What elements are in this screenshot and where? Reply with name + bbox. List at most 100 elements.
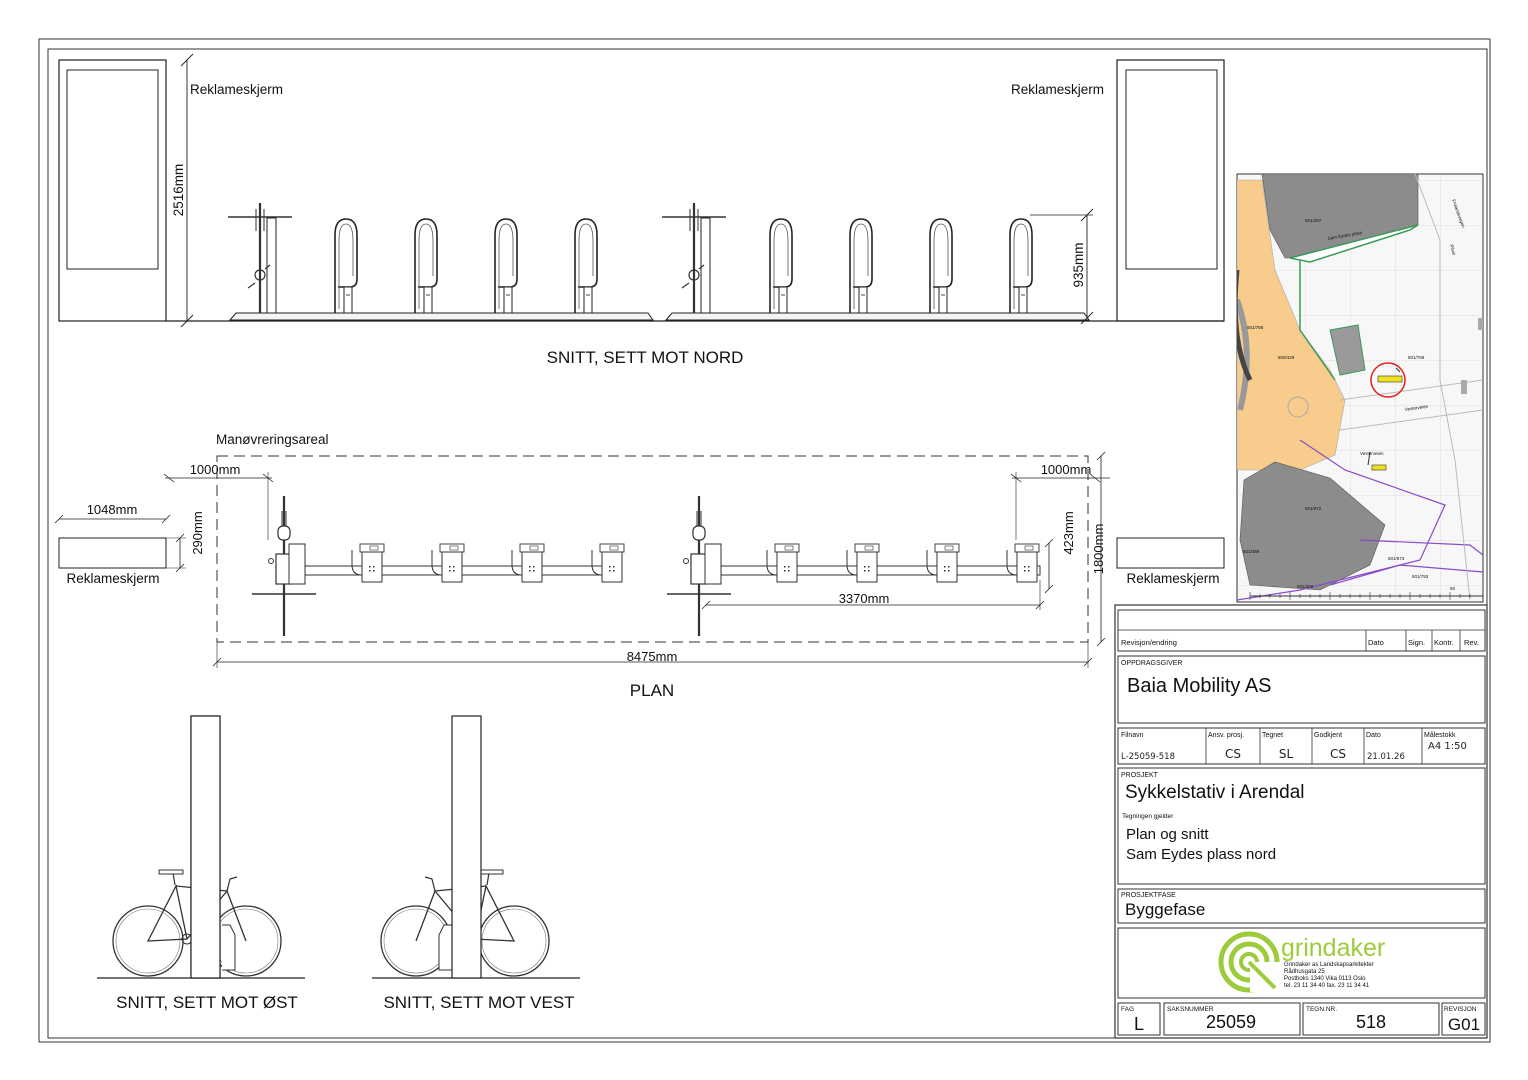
title-block-text: Revisjon/endring Dato Sign. Kontr. Rev. … xyxy=(1121,638,1480,1034)
dimension-total-length: 8475mm xyxy=(212,642,1093,668)
bike-stand xyxy=(769,218,793,314)
logo-wordmark: grindaker xyxy=(1281,934,1385,962)
dimension-rack-depth: 423mm xyxy=(1044,511,1076,594)
maneuvering-area-label: Manøvreringsareal xyxy=(216,432,329,447)
drawing-no-value: 518 xyxy=(1356,1012,1386,1032)
map-label: 501/785 xyxy=(1247,325,1264,330)
bike-stand xyxy=(334,218,358,314)
section-east-title: SNITT, SETT MOT ØST xyxy=(116,993,298,1012)
phase-value: Byggefase xyxy=(1125,900,1205,919)
approved-label: Godkjent xyxy=(1314,732,1342,739)
elevation-north: Reklameskjerm Reklameskjerm 2516mm xyxy=(58,53,1225,367)
map-location-marker xyxy=(1370,362,1406,398)
title-block xyxy=(1114,604,1488,1039)
revision-header: Revisjon/endring xyxy=(1121,638,1177,647)
bike-stand xyxy=(849,218,873,314)
concerns-line-1: Plan og snitt xyxy=(1126,826,1209,843)
drawing-frame xyxy=(47,48,1488,1039)
logo-line-1: Grindaker as Landskapsarkitekter xyxy=(1284,962,1374,968)
screen-plan-label-left: Reklameskjerm xyxy=(66,571,159,586)
dim-total-length-text: 8475mm xyxy=(627,649,678,664)
bike-station-plan-left xyxy=(250,494,318,638)
ad-screen-right xyxy=(1116,59,1225,322)
dim-rack-depth-text: 423mm xyxy=(1061,511,1076,554)
bike-station-plan-right xyxy=(665,494,733,638)
logo-line-2: Rådhusgata 25 xyxy=(1284,968,1325,975)
maneuvering-area xyxy=(216,455,1089,643)
client-name: Baia Mobility AS xyxy=(1127,675,1272,697)
drawn-label: Tegnet xyxy=(1262,732,1283,739)
grindaker-logo: grindaker xyxy=(1218,931,1385,993)
date-value: 21.01.26 xyxy=(1367,752,1405,762)
client-label: OPPDRAGSGIVER xyxy=(1121,660,1182,667)
revision-col-sign: Sign. xyxy=(1408,638,1425,647)
ad-screen-side xyxy=(451,715,482,979)
bike-station-right xyxy=(660,201,728,315)
map-label: 501/872 xyxy=(1305,506,1322,511)
project-label: PROSJEKT xyxy=(1121,772,1159,779)
map-label: 501/308 xyxy=(1297,584,1314,589)
bike-station-left xyxy=(226,201,294,315)
bike-stand-plan xyxy=(846,543,880,583)
revision-value: G01 xyxy=(1448,1015,1480,1034)
ad-screen-plan-right: Reklameskjerm xyxy=(1116,537,1225,586)
bike-stand-plan xyxy=(926,543,960,583)
dimension-rack-length: 3370mm xyxy=(701,580,1045,610)
map-label: Vesterveien xyxy=(1360,451,1384,456)
file-name: L-25059-518 xyxy=(1121,752,1175,762)
approved-value: CS xyxy=(1330,747,1346,761)
screen-label-right: Reklameskjerm xyxy=(1011,82,1104,97)
sheet-border xyxy=(38,38,1491,1043)
map-label: 501/793 xyxy=(1412,574,1429,579)
bike-stand-plan xyxy=(511,543,545,583)
dim-screen-width-text: 1048mm xyxy=(87,502,138,517)
responsible-label: Ansv. prosj. xyxy=(1208,732,1244,739)
map-label: 50 xyxy=(1450,586,1456,591)
scale-value: A4 1:50 xyxy=(1428,741,1467,752)
case-label: SAKSNUMMER xyxy=(1167,1006,1214,1013)
section-west-title: SNITT, SETT MOT VEST xyxy=(383,993,574,1012)
screen-plan-label-right: Reklameskjerm xyxy=(1126,571,1219,586)
dim-right-clearance-text: 1000mm xyxy=(1041,462,1092,477)
map-label: Sam Eydes plass xyxy=(1327,230,1363,241)
dim-total-depth-text: 1800mm xyxy=(1091,524,1106,575)
drawn-value: SL xyxy=(1279,747,1294,761)
map-label: Vesterveien xyxy=(1404,404,1428,412)
fag-value: L xyxy=(1134,1014,1144,1034)
ad-screen-left xyxy=(58,59,167,322)
map-label: 501/389 xyxy=(1243,549,1260,554)
dimension-right-clearance: 1000mm xyxy=(1010,462,1110,540)
bike-stand-plan xyxy=(1006,543,1040,583)
dim-screen-height-text: 2516mm xyxy=(171,164,186,217)
logo-line-3: Postboks 1340 Vika 0113 Oslo xyxy=(1284,976,1366,982)
dimension-rack-height: 935mm xyxy=(1030,208,1094,325)
logo-line-4: tel. 23 11 34 40 fax. 23 11 34 41 xyxy=(1284,983,1370,989)
bike-stand xyxy=(414,218,438,314)
responsible-value: CS xyxy=(1225,747,1241,761)
map-building-south xyxy=(1239,461,1386,591)
drawing-no-label: TEGN.NR. xyxy=(1306,1006,1337,1013)
phase-label: PROSJEKTFASE xyxy=(1121,892,1176,899)
section-west: SNITT, SETT MOT VEST xyxy=(372,715,580,1012)
revision-col-rev: Rev. xyxy=(1464,638,1479,647)
screen-label-left: Reklameskjerm xyxy=(190,82,283,97)
rack-base-left xyxy=(228,312,654,321)
revision-col-check: Kontr. xyxy=(1434,638,1454,647)
rack-base-right xyxy=(664,312,1090,321)
bike-stand-plan xyxy=(766,543,800,583)
plan-view: Manøvreringsareal 1000mm 1000mm 1048mm xyxy=(54,432,1225,700)
map-label: 501/788 xyxy=(1408,355,1425,360)
revision-label: REVISJON xyxy=(1444,1006,1477,1013)
date-label: Dato xyxy=(1366,732,1381,739)
dimension-left-clearance: 1000mm xyxy=(163,462,274,540)
dimension-total-depth: 1800mm xyxy=(1091,451,1106,647)
bike-stand xyxy=(574,218,598,314)
concerns-line-2: Sam Eydes plass nord xyxy=(1126,846,1276,863)
map-label: Pilvei xyxy=(1449,244,1457,256)
bike-stand-plan xyxy=(431,543,465,583)
map-label: 501/387 xyxy=(1305,218,1322,223)
bike-stand xyxy=(1009,218,1033,314)
dim-rack-length-text: 3370mm xyxy=(839,591,890,606)
concerns-label: Tegningen gjelder xyxy=(1122,813,1174,820)
